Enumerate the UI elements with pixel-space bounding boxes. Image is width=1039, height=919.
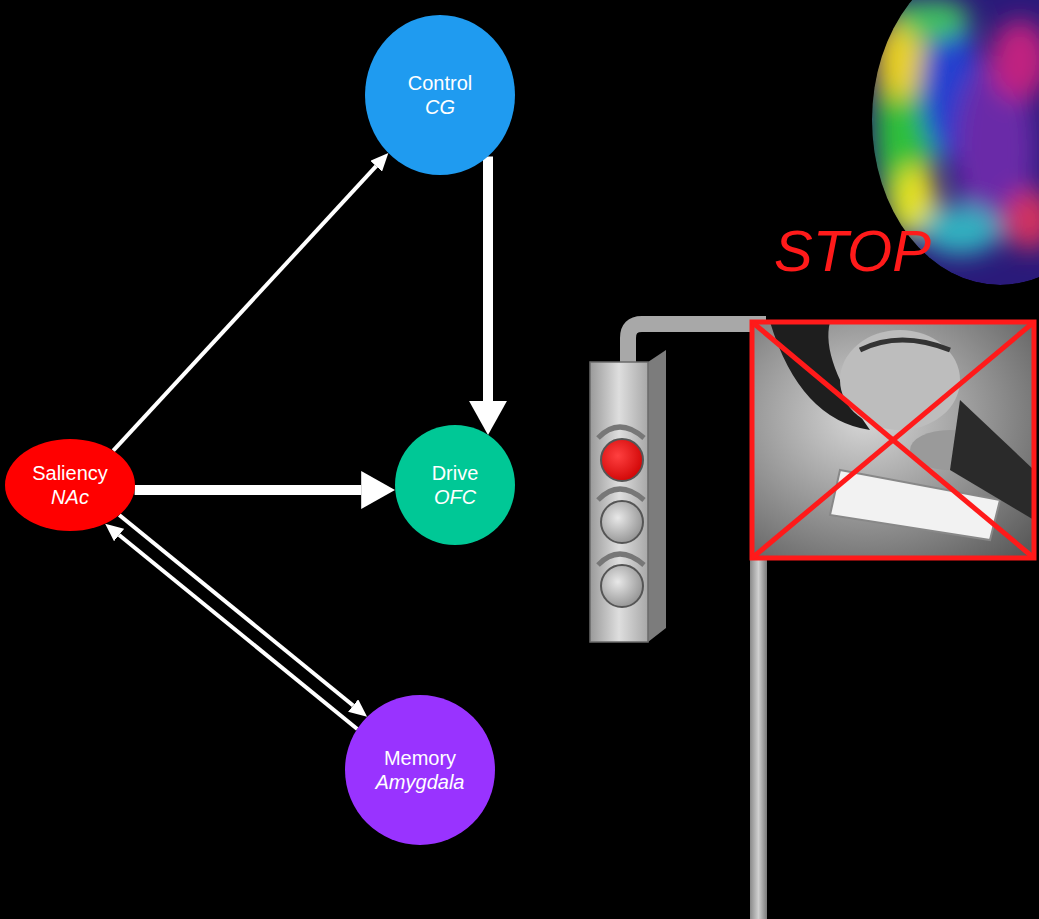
node-ellipse-shape — [395, 425, 515, 545]
node-ellipse-shape — [345, 695, 495, 845]
node-text-group: SaliencyNAc — [32, 461, 108, 509]
node-ellipse-shape — [5, 439, 135, 531]
connector-arrow — [483, 156, 493, 400]
connector-arrow — [119, 535, 357, 729]
region-name: CG — [425, 95, 455, 119]
region-function: Saliency — [32, 461, 108, 485]
region-name: NAc — [51, 485, 89, 509]
connector-arrow — [119, 515, 353, 705]
region-name: OFC — [434, 485, 476, 509]
brain-region-node: DriveOFC — [395, 425, 515, 545]
node-text-group: MemoryAmygdala — [376, 746, 465, 794]
region-name: Amygdala — [376, 770, 465, 794]
brain-region-node: SaliencyNAc — [5, 439, 135, 531]
node-ellipse-shape — [365, 15, 515, 175]
crossed-photo — [752, 322, 1034, 558]
node-ellipse — [5, 439, 135, 531]
node-ellipse — [365, 15, 515, 175]
node-text-group: ControlCG — [408, 71, 472, 119]
brain-region-node: MemoryAmygdala — [345, 695, 495, 845]
node-text-group: DriveOFC — [432, 461, 479, 509]
region-function: Drive — [432, 461, 479, 485]
traffic-light — [590, 350, 666, 642]
region-function: Memory — [384, 746, 456, 770]
connector-arrow — [113, 166, 376, 450]
node-ellipse — [345, 695, 495, 845]
connector-arrow — [135, 485, 362, 495]
brain-region-node: ControlCG — [365, 15, 515, 175]
stop-label: STOP — [774, 222, 931, 280]
pole-arm — [628, 324, 758, 365]
node-ellipse — [395, 425, 515, 545]
region-function: Control — [408, 71, 472, 95]
